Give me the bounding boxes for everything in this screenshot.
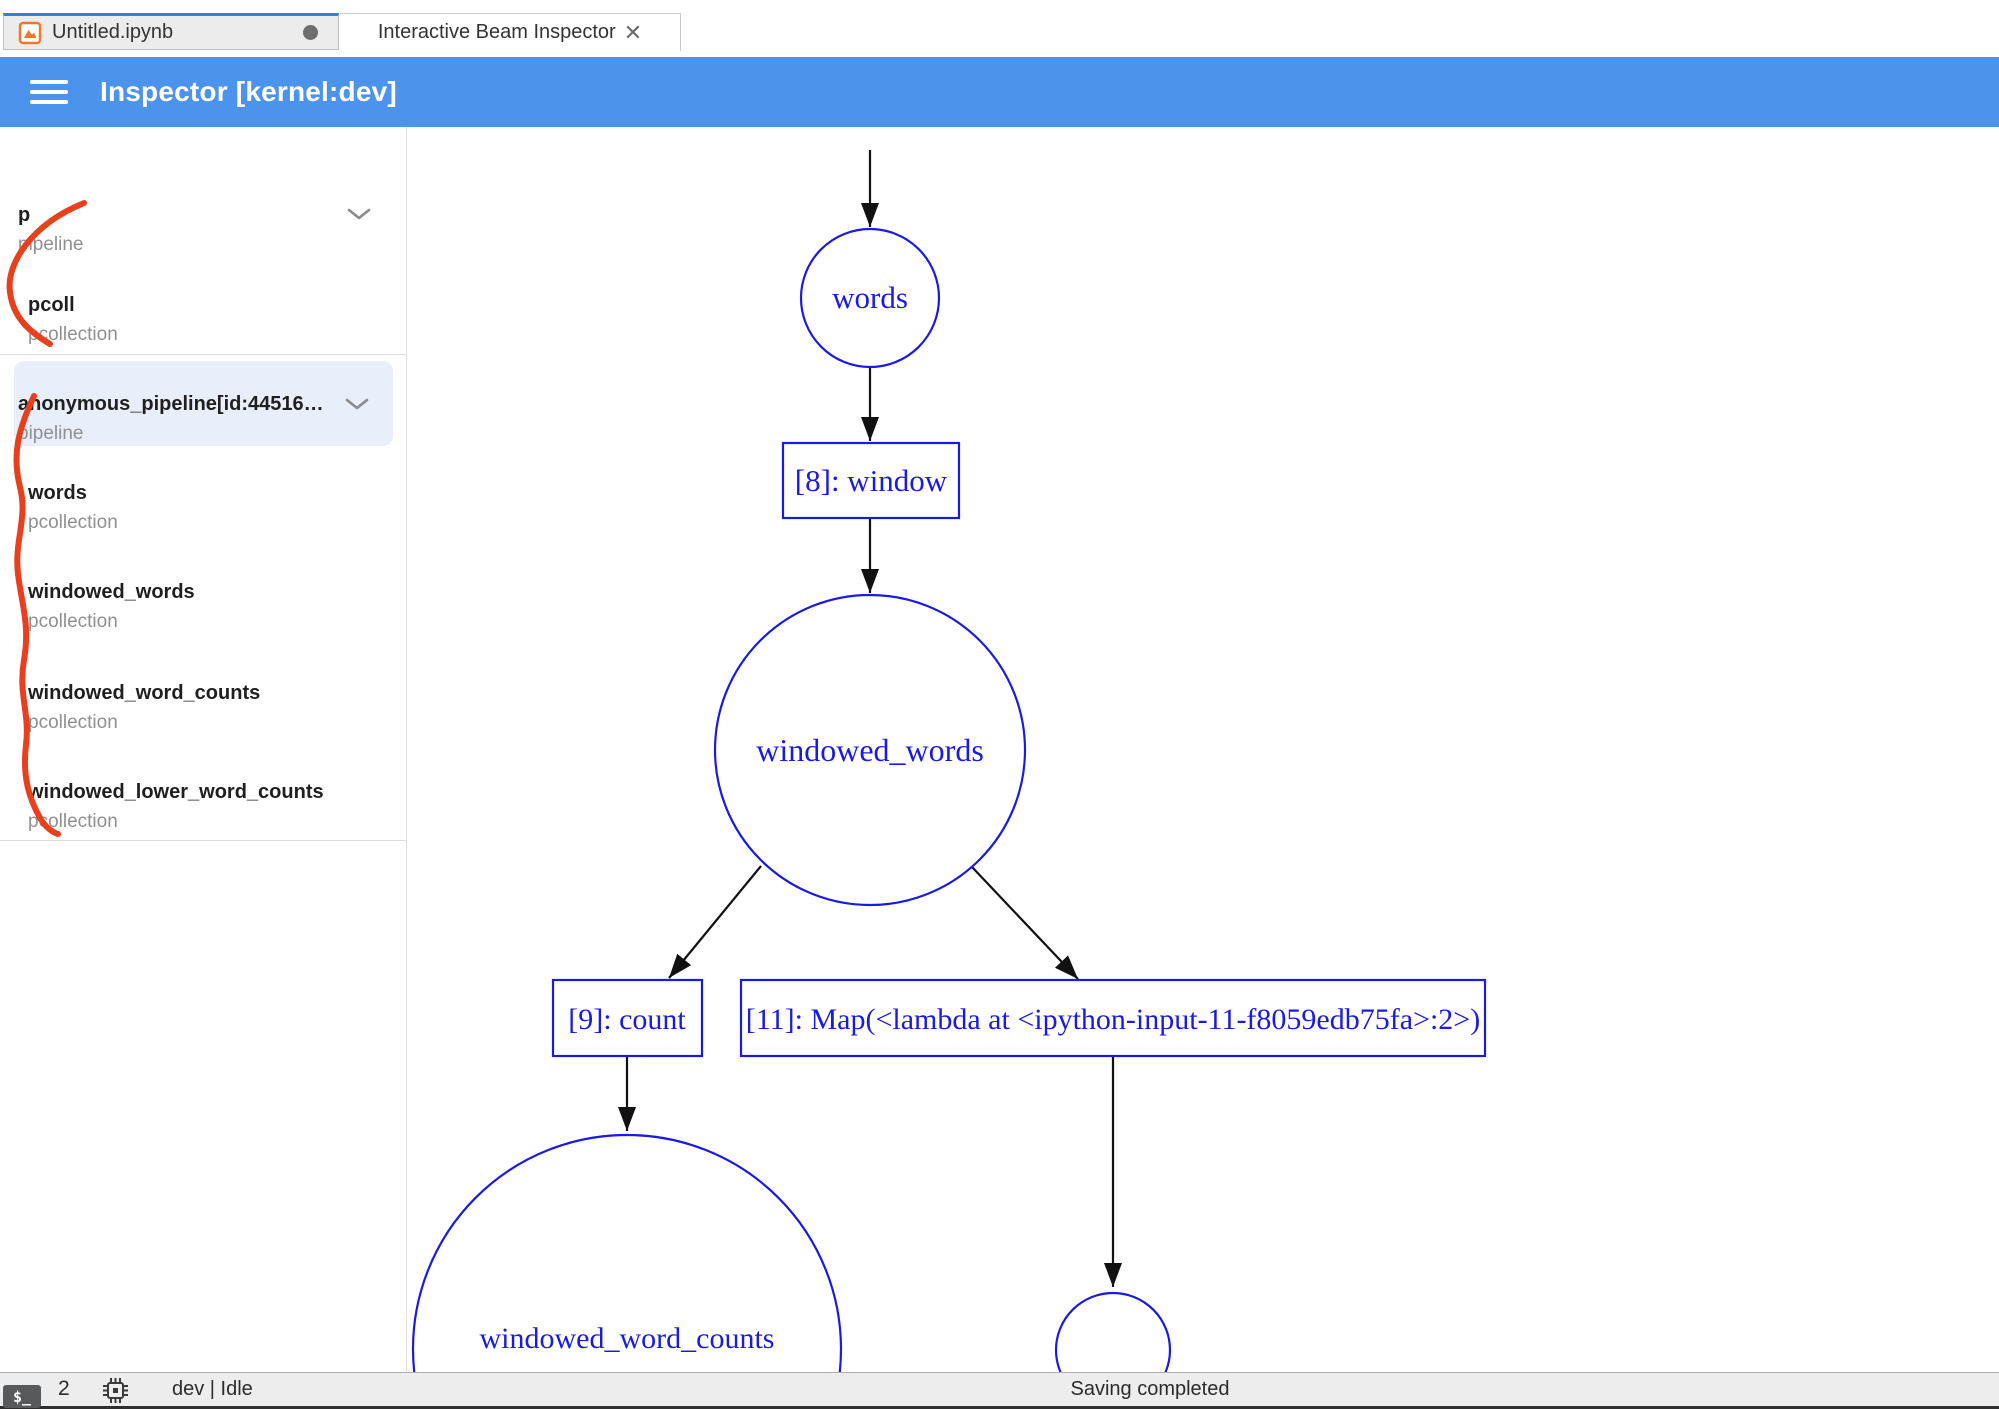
edge-windowed-words-to-count xyxy=(668,865,762,979)
label-window-transform: [8]: window xyxy=(795,463,948,498)
modified-indicator-dot xyxy=(303,25,318,40)
sidebar-item-p[interactable]: p pipeline xyxy=(18,204,84,255)
node-words-circle xyxy=(799,227,941,369)
sidebar-item-windowed-lower-word-counts[interactable]: windowed_lower_word_counts pcollection xyxy=(28,781,324,832)
tab-interactive-beam-inspector[interactable]: Interactive Beam Inspector ✕ xyxy=(340,13,681,51)
kernel-status-indicator[interactable]: dev | Idle xyxy=(172,1378,253,1400)
sidebar-item-anonymous-pipeline[interactable]: anonymous_pipeline[id:44516… pipeline xyxy=(18,393,324,444)
node-map-rect xyxy=(739,978,1487,1058)
pipeline-tree-sidebar: p pipeline pcoll pcollection anonymous_p… xyxy=(0,127,407,1372)
sidebar-item-windowed-words[interactable]: windowed_words pcollection xyxy=(28,581,195,632)
node-windowed-words-circle xyxy=(713,593,1027,907)
node-pcollection-circle xyxy=(1054,1291,1172,1372)
label-words: words xyxy=(832,280,908,315)
terminal-count: 2 xyxy=(58,1377,70,1400)
section-divider xyxy=(0,354,406,355)
node-window-rect xyxy=(781,441,961,520)
tab-label: Interactive Beam Inspector xyxy=(377,21,616,43)
hamburger-menu-icon[interactable] xyxy=(30,80,68,106)
tab-untitled-ipynb[interactable]: Untitled.ipynb xyxy=(3,13,339,50)
terminal-sessions-icon[interactable]: $_ xyxy=(3,1385,41,1408)
dock-tab-bar: Untitled.ipynb Interactive Beam Inspecto… xyxy=(0,0,1999,51)
pipeline-graph-pane: words [8]: window windowed_words [9]: co… xyxy=(408,127,1999,1372)
edge-windowed-words-to-map xyxy=(971,866,1079,980)
inspector-title: Inspector [kernel:dev] xyxy=(100,76,397,107)
beam-dag-svg: words [8]: window windowed_words [9]: co… xyxy=(411,150,1487,1372)
chip-icon[interactable] xyxy=(102,1377,129,1404)
dag-edges xyxy=(618,150,1122,1287)
selected-item-highlight xyxy=(14,361,393,446)
status-bar: $_ 2 dev | Idle Saving completed xyxy=(0,1372,1999,1409)
chevron-down-icon[interactable] xyxy=(344,397,370,411)
label-windowed-word-counts: windowed_word_counts xyxy=(480,1322,775,1355)
node-windowed-word-counts-circle xyxy=(411,1133,843,1372)
sidebar-item-words[interactable]: words pcollection xyxy=(28,482,118,533)
sidebar-item-pcoll[interactable]: pcoll pcollection xyxy=(28,294,118,345)
label-windowed-words: windowed_words xyxy=(756,732,984,768)
sidebar-item-windowed-word-counts[interactable]: windowed_word_counts pcollection xyxy=(28,682,261,733)
section-divider xyxy=(0,840,406,841)
chevron-down-icon[interactable] xyxy=(346,207,372,221)
tab-label: Untitled.ipynb xyxy=(52,21,174,43)
inspector-toolbar: Inspector [kernel:dev] xyxy=(0,57,1999,127)
node-count-rect xyxy=(551,978,704,1058)
label-map-transform: [11]: Map(<lambda at <ipython-input-11-f… xyxy=(746,1003,1480,1036)
notebook-icon xyxy=(18,21,42,44)
close-icon[interactable]: ✕ xyxy=(623,19,643,45)
save-status-message: Saving completed xyxy=(1070,1378,1230,1400)
label-count-transform: [9]: count xyxy=(568,1003,686,1036)
